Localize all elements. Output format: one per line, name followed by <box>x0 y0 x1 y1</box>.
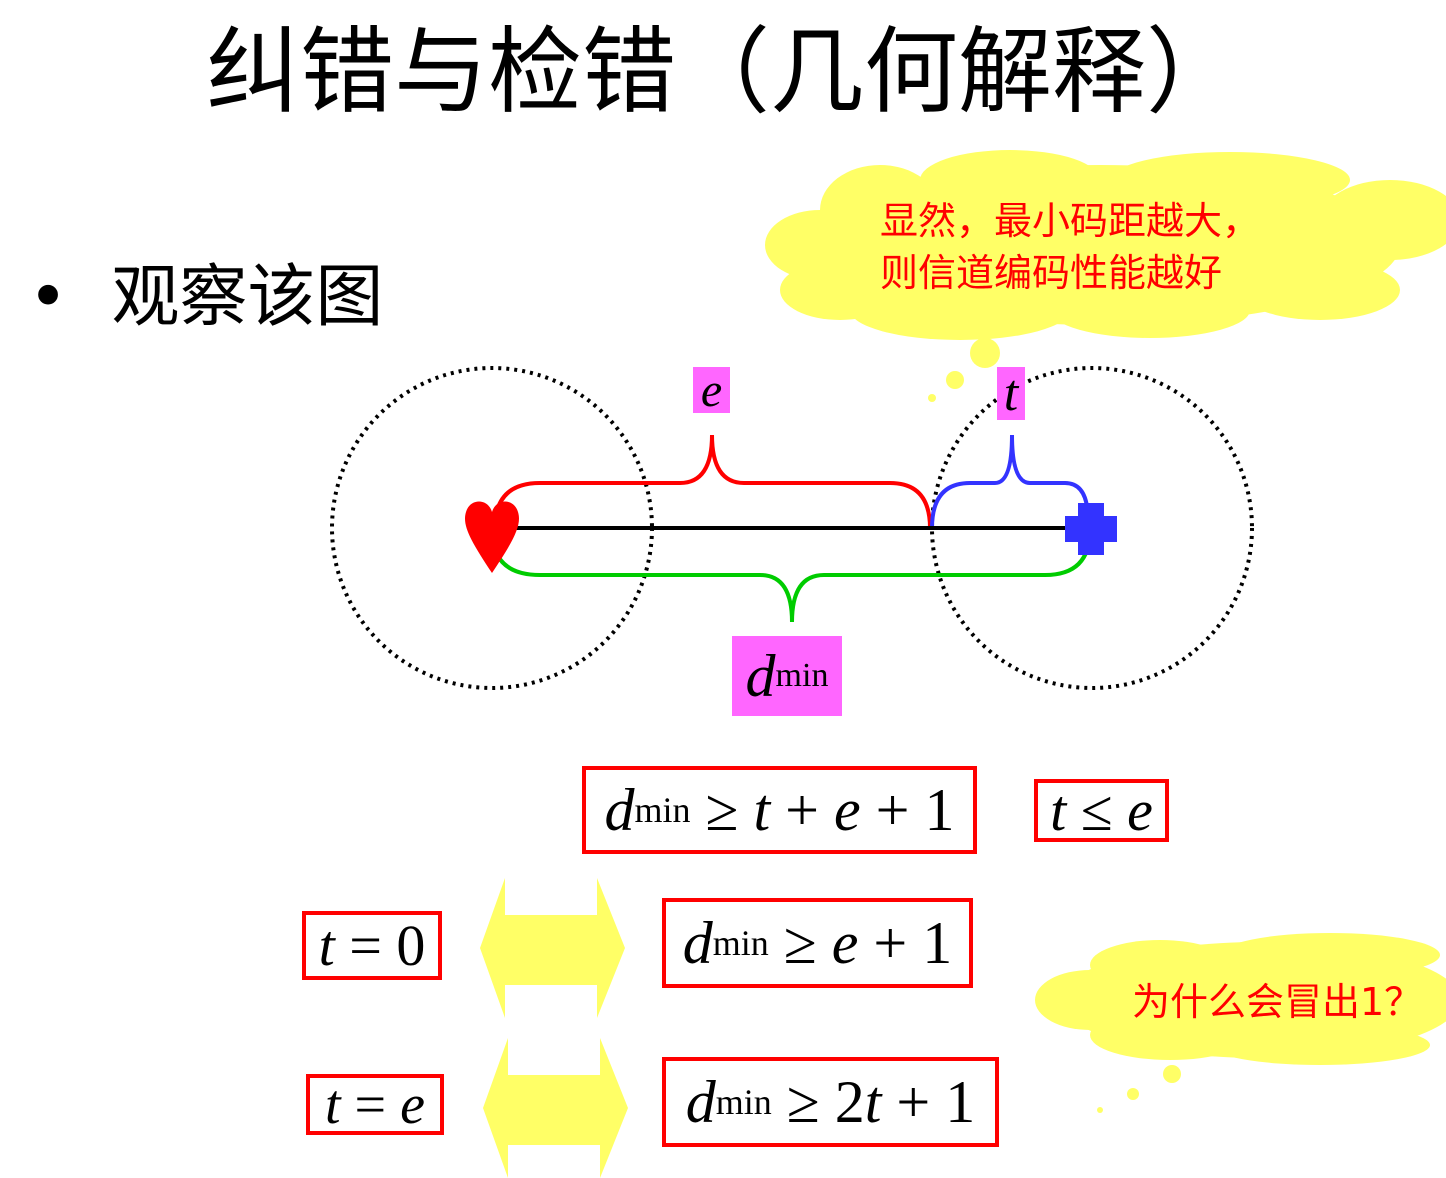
cross-icon <box>1065 503 1117 555</box>
formula-term: d <box>682 909 713 976</box>
formula-term: + 1 <box>881 1068 976 1135</box>
formula-term: = 0 <box>334 913 426 978</box>
formula-term: t <box>864 1068 882 1135</box>
bullet-item: • 观察该图 <box>28 258 383 338</box>
double-arrow-icon <box>480 878 625 1018</box>
formula-term: ≥ <box>690 776 754 843</box>
label-e: e <box>693 364 730 417</box>
formula-t-eq-e: t = e <box>306 1073 444 1136</box>
brace-e <box>493 434 932 529</box>
formula-t-eq-0: t = 0 <box>302 911 442 980</box>
cloud-bottom-text: 为什么会冒出1？ <box>1132 980 1423 1024</box>
cloud-top-text: 显然，最小码距越大， 则信道编码性能越好 <box>880 195 1260 299</box>
bullet-marker: • <box>28 258 69 337</box>
cloud-top-line1: 显然，最小码距越大， <box>880 199 1261 243</box>
formula-term: t <box>318 913 335 978</box>
formula-term: + 1 <box>860 776 955 843</box>
formula-term: e <box>831 909 859 976</box>
label-t: t <box>997 365 1025 422</box>
formula-term: + 1 <box>858 909 953 976</box>
formula-term: ≥ <box>768 909 832 976</box>
brace-t <box>930 434 1090 529</box>
formula-term: min <box>715 1082 772 1122</box>
formula-term: ≥ 2 <box>771 1068 865 1135</box>
formula-term: t <box>1050 778 1067 843</box>
double-arrow-icon <box>483 1038 628 1178</box>
brace-dmin <box>490 529 1092 623</box>
formula-term: = <box>340 1073 401 1136</box>
formula-term: min <box>712 923 769 963</box>
formula-term: d <box>604 776 635 843</box>
label-d: d <box>745 642 776 709</box>
slide-title: 纠错与检错（几何解释） <box>205 18 1240 127</box>
formula-term: + <box>770 776 834 843</box>
formula-term: d <box>685 1068 716 1135</box>
heart-icon <box>465 501 519 573</box>
formula-term: t <box>324 1073 341 1136</box>
thought-cloud-top <box>765 150 1446 402</box>
label-d-sub: min <box>775 657 829 694</box>
right-radius-circle <box>930 366 1254 690</box>
formula-term: e <box>400 1073 425 1136</box>
bullet-text: 观察该图 <box>111 258 384 337</box>
formula-term: ≤ <box>1066 778 1128 843</box>
formula-term: min <box>634 790 691 830</box>
thought-cloud-bottom <box>1035 933 1446 1113</box>
formula-t-le-e: t ≤ e <box>1034 778 1169 843</box>
formula-term: t <box>753 776 771 843</box>
cloud-top-line2: 则信道编码性能越好 <box>880 251 1223 295</box>
formula-term: e <box>833 776 861 843</box>
formula-term: e <box>1127 778 1153 843</box>
